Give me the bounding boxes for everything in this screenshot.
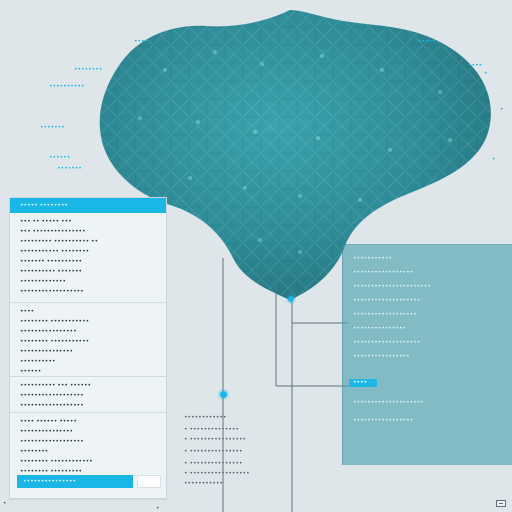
label-right-3: • — [500, 106, 504, 113]
left-panel-line: •••••••••• ••• •••••• — [20, 382, 92, 389]
overlay-line: •••••••••••••••••• — [353, 311, 417, 318]
label-right-1: •••• — [468, 62, 483, 69]
left-panel-line: ••••••••• •••••••••• •• — [20, 238, 99, 245]
overlay-line: ••••••••••••••••• — [353, 269, 414, 276]
left-panel-line: •••••••••••••••• — [20, 328, 77, 335]
notes-line: •••••••••••• — [184, 414, 227, 421]
left-panel-line: •••• •••••• ••••• — [20, 418, 77, 425]
calendar-icon — [496, 500, 506, 507]
overlay-line: •••••••••••••••••••• — [353, 399, 424, 406]
left-panel-line: ••••••••••••••• — [20, 428, 74, 435]
bottom-left-mark: • — [3, 500, 7, 507]
left-panel-line: •••••••• ••••••••••• — [20, 318, 90, 325]
left-panel-divider — [10, 412, 166, 413]
blob-nodes — [138, 50, 452, 254]
label-top-left: •••• — [134, 38, 149, 45]
left-panel-footer-button[interactable] — [137, 475, 161, 488]
overlay-line: ••••••••••••••••••• — [353, 297, 421, 304]
left-panel-divider — [10, 376, 166, 377]
overlay-line: ••••••••••••••• — [353, 325, 407, 332]
left-panel-line: •••••••• ••••••••••• — [20, 338, 90, 345]
connection-node-left — [220, 391, 227, 398]
left-panel-line: ••••••••••••••• — [20, 348, 74, 355]
left-panel-line: ••• •• ••••• ••• — [20, 218, 72, 225]
label-left-4: •••••• — [49, 154, 71, 161]
left-info-panel: ••••• •••••••• ••• •• ••••• ••• ••• ••••… — [9, 197, 167, 499]
overlay-line: •••••••••••••••••••••• — [353, 283, 431, 290]
left-panel-footer[interactable]: ••••••••••••••• — [17, 475, 133, 488]
label-left-5: ••••••• — [57, 165, 82, 172]
left-panel-line: ••••••••••• •••••••• — [20, 248, 90, 255]
left-panel-divider — [10, 302, 166, 303]
label-left-1: •••••••• — [74, 66, 103, 73]
connection-node-top — [288, 296, 294, 302]
overlay-pill: •••• — [349, 379, 377, 387]
bottom-mid-mark: • — [156, 505, 160, 512]
notes-line: • ••••••••••••••••• — [184, 470, 250, 477]
notes-line: • •••••••••••••••• — [184, 436, 247, 443]
left-panel-line: ••• ••••••••••••••• — [20, 228, 86, 235]
notes-line: ••••••••••• — [184, 480, 223, 487]
overlay-line: ••••••••••• — [353, 255, 392, 262]
label-left-3: ••••••• — [40, 124, 65, 131]
overlay-line: •••••••••••••••• — [353, 353, 410, 360]
notes-line: • •••••••••••••• — [184, 426, 239, 433]
left-panel-line: •••••• — [20, 368, 42, 375]
overlay-line: ••••••••••••••••• — [353, 417, 414, 424]
notes-line: • ••••••••••••••• — [184, 448, 243, 455]
overlay-line: ••••••••••••••••••• — [353, 339, 421, 346]
left-panel-line: •••••••••••••••••• — [20, 288, 84, 295]
left-panel-line: ••••••• •••••••••• — [20, 258, 83, 265]
left-panel-line: •••••••••••••••••• — [20, 402, 84, 409]
left-panel-line: •••• — [20, 308, 35, 315]
left-panel-line: •••••••• •••••••••••• — [20, 458, 93, 465]
left-panel-line: •••••••••••••••••• — [20, 392, 84, 399]
label-right-4: • — [492, 156, 496, 163]
left-panel-line: •••••••• — [20, 448, 49, 455]
label-right-2: • — [484, 70, 488, 77]
left-panel-line: •••••••••• — [20, 358, 56, 365]
label-left-2: •••••••••• — [49, 83, 85, 90]
notes-line: • ••••••••••••••• — [184, 460, 243, 467]
left-panel-line: •••••••••• ••••••• — [20, 268, 83, 275]
left-panel-line: •••••••• ••••••••• — [20, 468, 83, 475]
right-overlay-panel: ••••••••••• ••••••••••••••••• ••••••••••… — [342, 244, 512, 465]
notes-block: •••••••••••• • •••••••••••••• • ••••••••… — [184, 414, 276, 487]
left-panel-line: ••••••••••••• — [20, 278, 67, 285]
left-panel-header: ••••• •••••••• — [10, 198, 166, 213]
left-panel-line: •••••••••••••••••• — [20, 438, 84, 445]
label-top-right: ••••• — [418, 38, 436, 45]
